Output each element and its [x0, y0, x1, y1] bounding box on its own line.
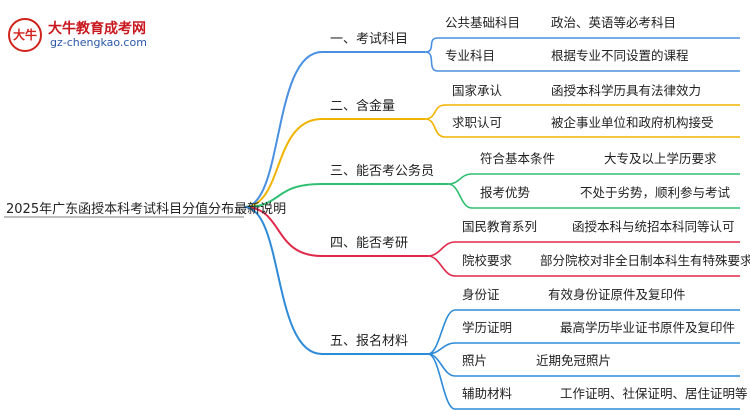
- branch-civil-service: 三、能否考公务员: [330, 164, 435, 179]
- leaf-education-proof: 学历证明: [462, 320, 513, 335]
- detail-supporting-docs: 工作证明、社保证明、居住证明等: [560, 386, 748, 401]
- leaf-connector: [447, 173, 473, 185]
- site-logo: 大牛 大牛教育成考网 gz-chengkao.com: [8, 18, 198, 52]
- branch-connector: [243, 51, 323, 208]
- detail-major-subjects: 根据专业不同设置的课程: [551, 48, 689, 63]
- leaf-job-recognition: 求职认可: [452, 115, 503, 130]
- detail-school-requirements: 部分院校对非全日制本科生有特殊要求: [540, 253, 750, 268]
- branch-connector: [243, 206, 323, 355]
- leaf-connector: [424, 118, 446, 138]
- mindmap-root: 2025年广东函授本科考试科目分值分布最新说明: [6, 202, 287, 217]
- branch-application-materials: 五、报名材料: [330, 334, 409, 349]
- leaf-national-recognition: 国家承认: [452, 83, 503, 98]
- leaf-connector: [424, 51, 439, 72]
- branch-postgraduate: 四、能否考研: [330, 236, 409, 251]
- branch-connector: [243, 118, 323, 208]
- leaf-photo: 照片: [462, 353, 488, 368]
- detail-education-proof: 最高学历毕业证书原件及复印件: [560, 320, 736, 335]
- logo-badge-icon: 大牛: [8, 18, 42, 52]
- detail-photo: 近期免冠照片: [536, 353, 612, 368]
- detail-national-education: 函授本科与统招本科同等认可: [572, 219, 735, 234]
- leaf-national-education: 国民教育系列: [462, 219, 538, 234]
- logo-url: gz-chengkao.com: [50, 36, 147, 49]
- leaf-public-subjects: 公共基础科目: [445, 15, 521, 30]
- branch-connector: [243, 206, 323, 257]
- detail-public-subjects: 政治、英语等必考科目: [551, 15, 677, 30]
- logo-name: 大牛教育成考网: [48, 21, 146, 37]
- detail-exam-advantage: 不处于劣势，顺利参与考试: [580, 185, 731, 200]
- branch-connector: [243, 183, 323, 208]
- leaf-major-subjects: 专业科目: [445, 48, 496, 63]
- leaf-connector: [424, 104, 446, 120]
- leaf-connector: [447, 183, 473, 209]
- detail-id-card: 有效身份证原件及复印件: [548, 287, 686, 302]
- branch-exam-subjects: 一、考试科目: [330, 32, 409, 47]
- leaf-basic-conditions: 符合基本条件: [480, 151, 556, 166]
- leaf-connector: [427, 255, 456, 277]
- leaf-connector: [424, 37, 439, 53]
- detail-national-recognition: 函授本科学历具有法律效力: [551, 83, 702, 98]
- leaf-connector: [427, 241, 456, 257]
- leaf-school-requirements: 院校要求: [462, 253, 513, 268]
- detail-job-recognition: 被企事业单位和政府机构接受: [551, 115, 714, 130]
- leaf-id-card: 身份证: [462, 287, 500, 302]
- leaf-supporting-docs: 辅助材料: [462, 386, 513, 401]
- leaf-connector: [427, 353, 456, 410]
- leaf-exam-advantage: 报考优势: [480, 185, 531, 200]
- branch-value: 二、含金量: [330, 99, 396, 114]
- leaf-connector: [427, 309, 456, 355]
- detail-basic-conditions: 大专及以上学历要求: [604, 151, 717, 166]
